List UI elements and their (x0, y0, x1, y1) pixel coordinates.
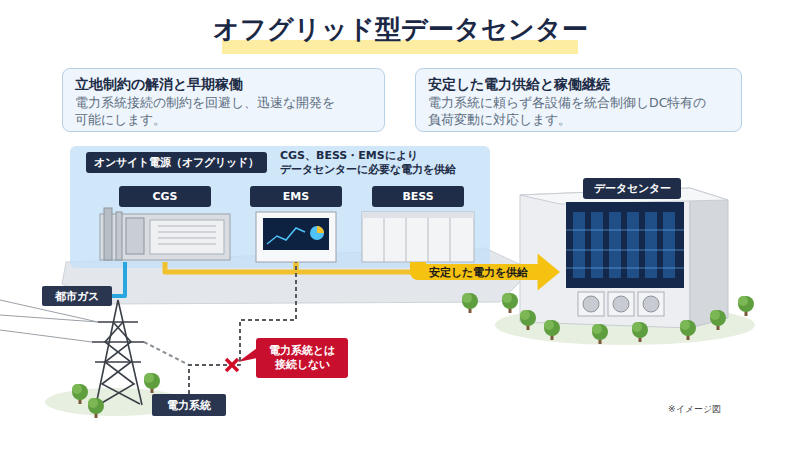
disconnect-mark (226, 359, 238, 371)
gas-source-label: 都市ガス (42, 286, 112, 306)
cgs-illustration-part (100, 214, 230, 260)
datacenter-illustration-part (520, 188, 690, 328)
connector-line (296, 262, 418, 272)
bess-illustration-part (362, 212, 474, 262)
datacenter-illustration-part (643, 296, 659, 312)
disconnect-mark-part (226, 359, 238, 371)
connector (112, 262, 125, 296)
ems-illustration-part (267, 228, 305, 244)
disconnect-mark-part (226, 359, 238, 371)
card-heading: 立地制約の解消と早期稼働 (75, 75, 372, 94)
ems-illustration-part (256, 212, 336, 262)
cgs-illustration-part (104, 208, 112, 260)
onsite-power-band: オンサイト電源（オフグリッド） CGS、BESS・EMSにより データセンターに必… (70, 146, 490, 268)
ems-illustration-part (310, 226, 324, 240)
cgs-illustration-part (158, 226, 216, 244)
trees (72, 293, 754, 418)
datacenter-illustration-part (583, 296, 599, 312)
warning-callout: 電力系統とは 接続しない (256, 338, 348, 378)
cgs-illustration-part (126, 218, 144, 254)
power-tower-part (96, 300, 142, 405)
datacenter-illustration-part (566, 250, 684, 251)
trees-part (738, 296, 754, 316)
datacenter-illustration-part (613, 296, 629, 312)
datacenter-illustration-part (566, 230, 684, 231)
cgs-illustration-part (116, 212, 122, 260)
datacenter-illustration-part (690, 188, 728, 328)
cgs-illustration-part (150, 220, 224, 254)
connector (296, 262, 418, 272)
connector (165, 262, 296, 272)
equipment-tag: EMS (250, 186, 342, 207)
ems-unit: EMS (250, 186, 342, 262)
equipment-tag: BESS (372, 186, 464, 207)
card-body: 電力系統接続の制約を回避し、迅速な開発を 可能にします。 (75, 94, 372, 128)
grid-label: 電力系統 (152, 394, 226, 416)
feature-card: 立地制約の解消と早期稼働電力系統接続の制約を回避し、迅速な開発を 可能にします。 (62, 68, 385, 132)
datacenter-illustration (520, 188, 728, 328)
datacenter-illustration-part (578, 292, 604, 316)
ems-illustration-part (263, 218, 329, 250)
trees-part (632, 322, 648, 342)
trees-part (680, 320, 696, 340)
trees-part (462, 293, 478, 313)
bess-unit: BESS (356, 186, 480, 262)
trees-part (592, 324, 608, 344)
trees-part (144, 373, 160, 393)
arrow-head (538, 254, 560, 291)
trees-part (502, 293, 518, 313)
source-label-text: 電力系統 (167, 398, 211, 413)
connector (418, 254, 560, 291)
trees-part (88, 398, 104, 418)
ems-illustration (256, 212, 336, 262)
source-label-text: 都市ガス (55, 289, 99, 304)
cgs-unit: CGS (95, 186, 235, 262)
datacenter-illustration-part (608, 292, 634, 316)
cgs-illustration (100, 208, 230, 260)
feature-card: 安定した電力供給と稼働継続電力系統に頼らず各設備を統合制御しDC特有の 負荷変動… (415, 68, 742, 132)
datacenter-illustration-part (566, 268, 684, 269)
trees-part (72, 384, 88, 404)
datacenter-illustration-part (566, 202, 684, 288)
datacenter-building: データセンター (560, 170, 700, 330)
bess-illustration (362, 212, 474, 262)
bess-illustration-part (362, 212, 474, 218)
connector-line (165, 262, 296, 272)
connector-label: 安定した電力を供給 (429, 265, 528, 280)
connector (189, 262, 296, 394)
image-note: ※イメージ図 (668, 403, 721, 416)
band-heading: オンサイト電源（オフグリッド） (86, 152, 267, 173)
diagram-title: オフグリッド型データセンター (0, 12, 800, 47)
bess-illustration-part (384, 212, 450, 262)
band-note: CGS、BESS・EMSにより データセンターに必要な電力を供給 (280, 149, 485, 177)
trees-part (544, 320, 560, 340)
power-tower-part (144, 342, 189, 365)
ems-illustration-part (317, 226, 324, 233)
power-tower-part (0, 300, 98, 342)
callout-text: 電力系統とは 接続しない (260, 344, 344, 372)
trees-part (710, 310, 726, 330)
building-tag: データセンター (583, 178, 681, 199)
equipment-tag: CGS (119, 186, 211, 207)
card-body: 電力系統に頼らず各設備を統合制御しDC特有の 負荷変動に対応します。 (428, 94, 729, 128)
power-tower-part (100, 322, 140, 404)
connector-line (189, 262, 296, 394)
power-tower (0, 300, 189, 405)
trees-part (520, 310, 536, 330)
card-heading: 安定した電力供給と稼働継続 (428, 75, 729, 94)
datacenter-illustration-part (638, 292, 664, 316)
connector-line (112, 262, 125, 296)
